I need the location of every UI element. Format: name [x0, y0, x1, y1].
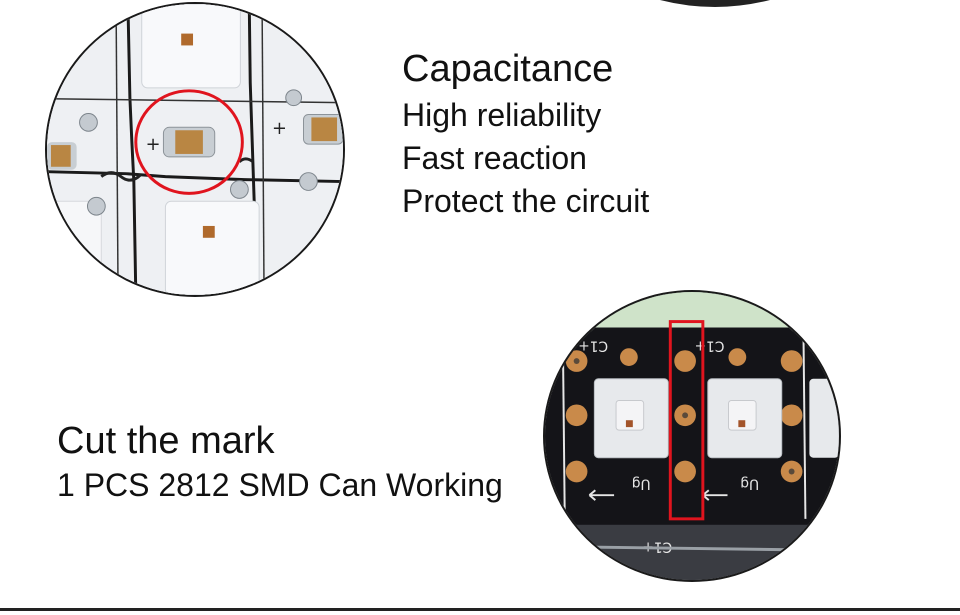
- capacitor-closeup-image: + +: [45, 2, 345, 297]
- partial-dark-shape: [660, 0, 770, 7]
- highlight-circle: [134, 89, 244, 195]
- cut-mark-closeup-image: C1+ C1+ Ug Ug C1+: [543, 290, 841, 582]
- svg-text:C1+: C1+: [578, 337, 608, 353]
- capacitance-title: Capacitance: [402, 48, 614, 90]
- svg-text:+: +: [146, 135, 161, 155]
- bottom-divider: [0, 608, 960, 611]
- cut-mark-title: Cut the mark: [57, 420, 275, 462]
- feature-protect: Protect the circuit: [402, 183, 650, 219]
- svg-text:+: +: [272, 119, 287, 139]
- feature-reliability: High reliability: [402, 97, 602, 133]
- feature-reaction: Fast reaction: [402, 140, 587, 176]
- cut-mark-subtitle: 1 PCS 2812 SMD Can Working: [57, 467, 503, 503]
- cut-mark-highlight: [668, 320, 705, 521]
- svg-text:Ug: Ug: [632, 475, 651, 491]
- svg-text:Ug: Ug: [740, 475, 759, 491]
- cut-mark-description: Cut the mark 1 PCS 2812 SMD Can Working: [57, 418, 503, 506]
- capacitance-description: Capacitance High reliability Fast reacti…: [402, 46, 649, 223]
- white-pcb-illustration: + +: [47, 4, 343, 295]
- svg-text:C1+: C1+: [695, 337, 725, 353]
- black-pcb-illustration: C1+ C1+ Ug Ug C1+: [545, 292, 839, 580]
